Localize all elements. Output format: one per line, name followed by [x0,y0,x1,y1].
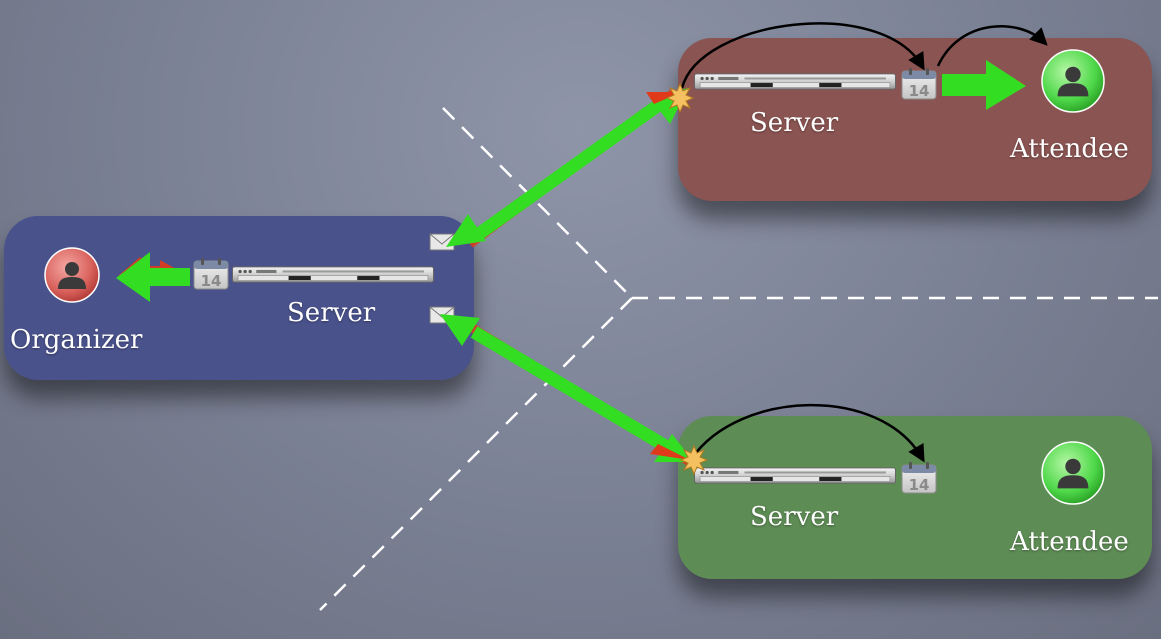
server-rack-organizer [232,266,434,283]
attendee-avatar-top [1041,49,1105,113]
attendee-label-top: Attendee [1010,134,1129,164]
server-label-organizer: Server [287,298,376,328]
divider-line-upper [442,107,633,299]
green-arrow-to-attendee-top [942,60,1026,110]
divider-line-lower [319,297,633,611]
green-arrow-to-organizer [116,252,190,302]
double-arrow-organizer-to-bottom-attendee [440,314,694,466]
curved-arrow-server-to-calendar-top [680,22,925,89]
calendar-day-top: 14 [909,82,930,100]
curved-arrow-server-to-calendar-bottom [690,403,925,463]
starburst-icon-top [665,82,695,114]
starburst-icon-bottom [679,444,709,476]
divider-lines [319,107,1158,611]
attendee-avatar-bottom [1041,441,1105,505]
attendee-label-bottom: Attendee [1010,527,1129,557]
calendar-day-organizer: 14 [201,272,222,290]
calendar-day-bottom: 14 [909,476,930,494]
server-label-top: Server [750,108,839,138]
double-arrow-organizer-to-top-attendee [446,88,688,248]
server-label-bottom: Server [750,502,839,532]
server-rack-bottom [694,467,896,484]
organizer-avatar [44,247,100,303]
server-rack-top [694,73,896,90]
curved-arrow-calendar-to-attendee-top [936,25,1048,67]
organizer-label: Organizer [10,325,143,355]
